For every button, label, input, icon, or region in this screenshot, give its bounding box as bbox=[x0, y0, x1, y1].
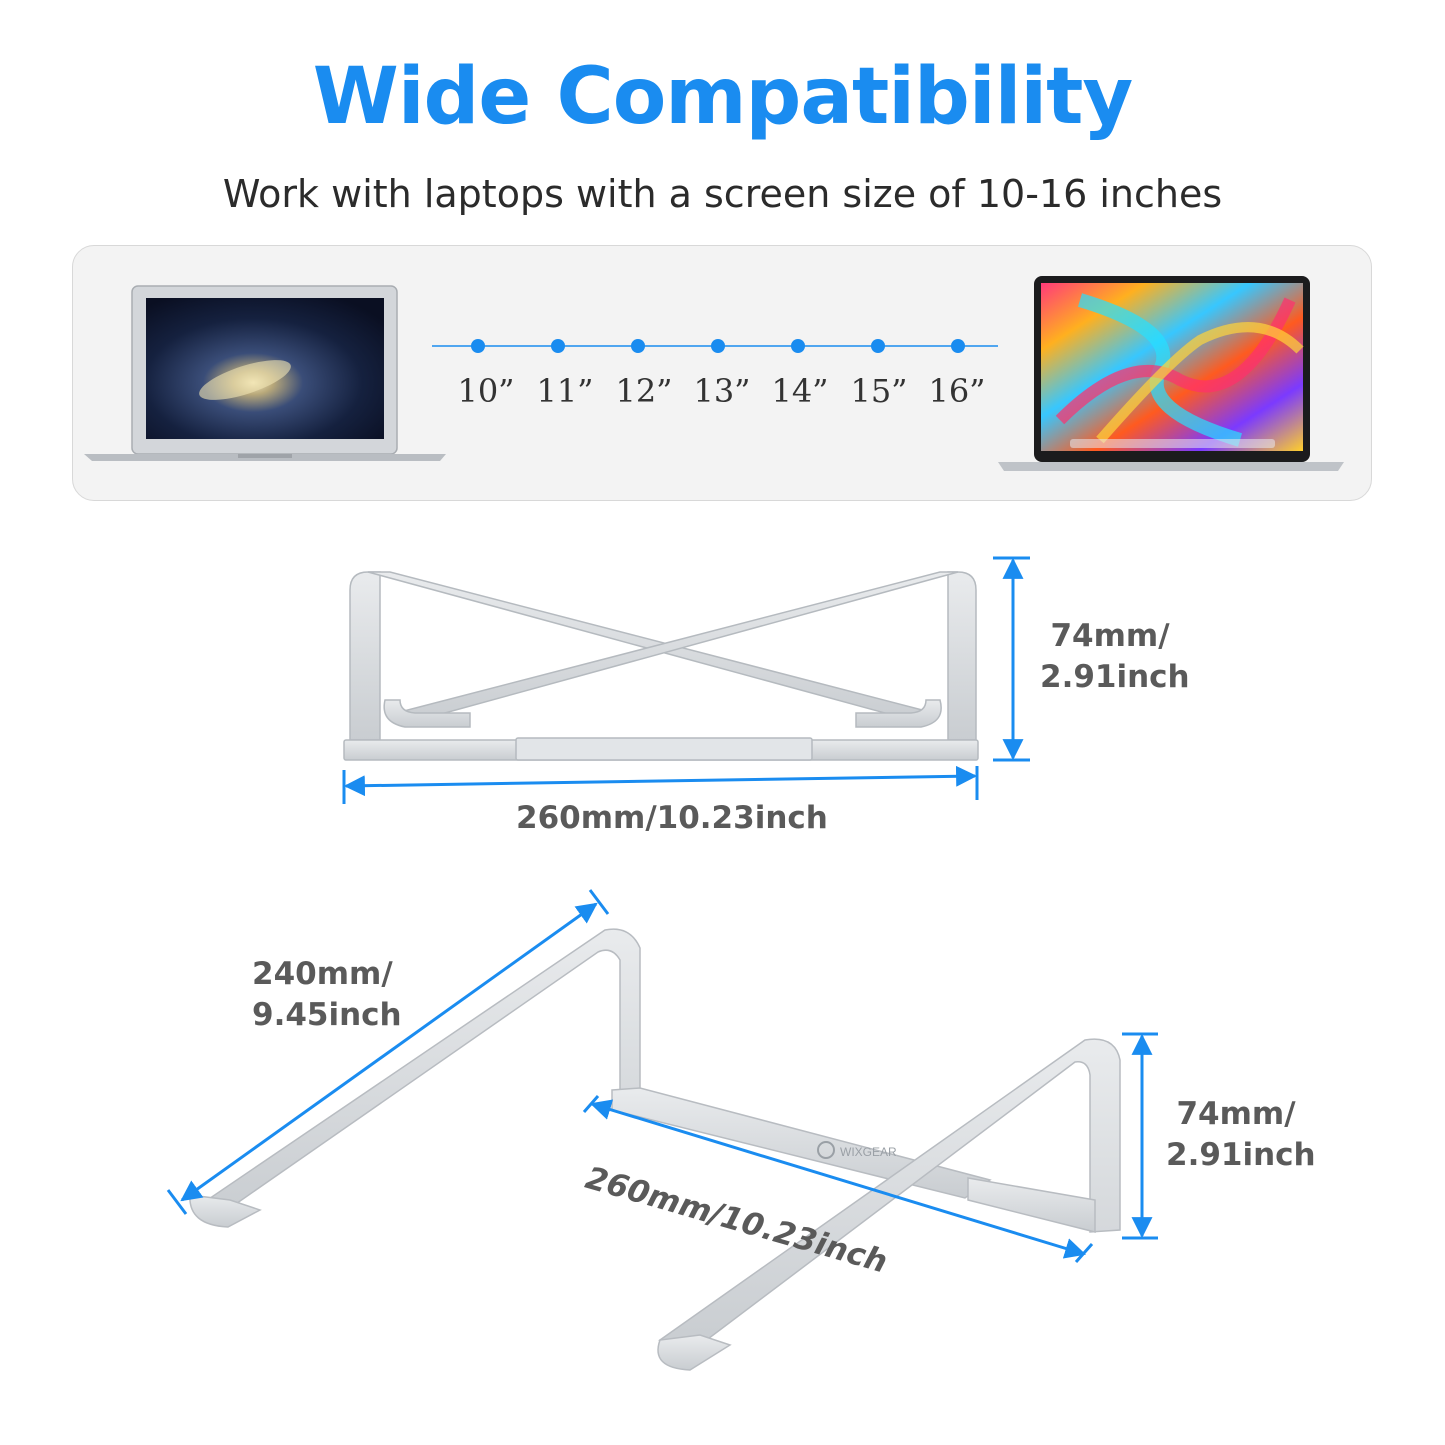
side-height-arrow bbox=[993, 556, 1030, 762]
size-label-16: 16” bbox=[928, 372, 986, 410]
side-height-inch: 2.91inch bbox=[1040, 659, 1190, 695]
small-laptop-image bbox=[84, 285, 446, 461]
size-label-12: 12” bbox=[615, 372, 673, 410]
perspective-height-label: 74mm/ 2.91inch bbox=[1166, 1094, 1316, 1176]
svg-text:WIXGEAR: WIXGEAR bbox=[840, 1145, 897, 1159]
size-timeline bbox=[432, 339, 998, 353]
size-label-14: 14” bbox=[771, 372, 829, 410]
size-label-13: 13” bbox=[693, 372, 751, 410]
page-title: Wide Compatibility bbox=[312, 52, 1133, 142]
side-height-mm: 74mm/ bbox=[1050, 618, 1170, 654]
stand-side-view bbox=[343, 571, 979, 761]
perspective-length-label: 240mm/ 9.45inch bbox=[252, 954, 402, 1036]
perspective-length-inch: 9.45inch bbox=[252, 997, 402, 1033]
perspective-width-arrow bbox=[582, 1095, 1094, 1263]
perspective-height-mm: 74mm/ bbox=[1176, 1096, 1296, 1132]
perspective-length-mm: 240mm/ bbox=[252, 956, 393, 992]
perspective-height-inch: 2.91inch bbox=[1166, 1137, 1316, 1173]
perspective-length-arrow bbox=[166, 889, 610, 1215]
side-width-arrow bbox=[342, 765, 979, 804]
perspective-height-arrow bbox=[1122, 1032, 1158, 1240]
page-subtitle: Work with laptops with a screen size of … bbox=[222, 172, 1223, 216]
side-height-label: 74mm/ 2.91inch bbox=[1040, 616, 1190, 698]
large-laptop-image bbox=[998, 276, 1344, 471]
size-label-10: 10” bbox=[457, 372, 515, 410]
size-label-15: 15” bbox=[850, 372, 908, 410]
side-width-label: 260mm/10.23inch bbox=[516, 800, 828, 836]
size-label-11: 11” bbox=[536, 372, 594, 410]
